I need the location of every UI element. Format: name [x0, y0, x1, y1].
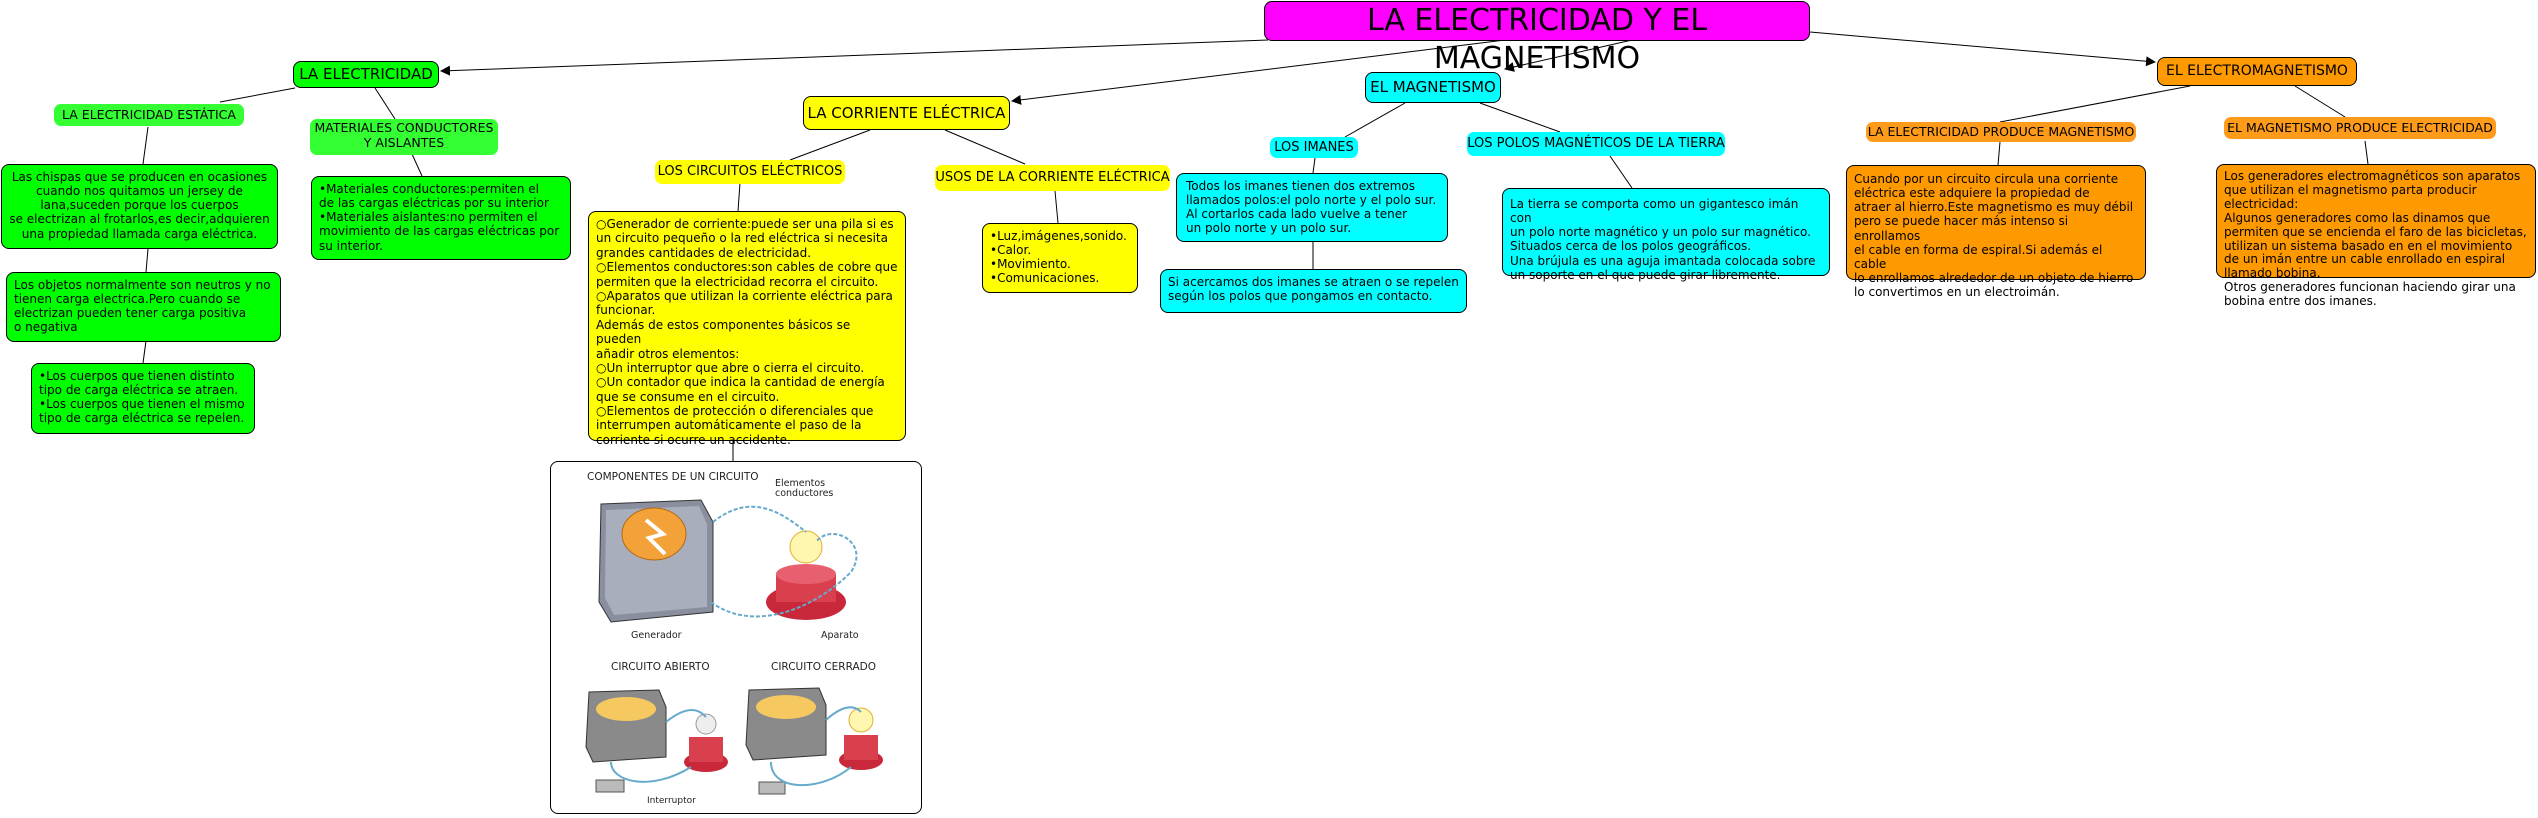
caption-generator: Generador [631, 630, 682, 641]
circuit-illustration: COMPONENTES DE UN CIRCUITO Elementos con… [550, 461, 922, 814]
polos-label: LOS POLOS MAGNÉTICOS DE LA TIERRA [1467, 132, 1725, 156]
corriente-node: LA CORRIENTE ELÉCTRICA [803, 96, 1010, 130]
link-root-electricidad [440, 39, 1269, 76]
estatica-label: LA ELECTRICIDAD ESTÁTICA [54, 104, 244, 126]
imanes-label: LOS IMANES [1270, 137, 1358, 158]
magnetismo-node: EL MAGNETISMO [1365, 72, 1501, 103]
caption-switch: Interruptor [647, 796, 696, 806]
open-circuit-icon [585, 689, 728, 793]
produce-magnetismo-label: LA ELECTRICIDAD PRODUCE MAGNETISMO [1866, 122, 2136, 142]
produce-magnetismo-box: Cuando por un circuito circula una corri… [1846, 165, 2146, 299]
usos-label: USOS DE LA CORRIENTE ELÉCTRICA [935, 165, 1170, 191]
caption-conductors: Elementos conductores [775, 478, 834, 500]
caption-open-circuit: CIRCUITO ABIERTO [611, 661, 710, 673]
circuitos-label: LOS CIRCUITOS ELÉCTRICOS [655, 160, 845, 184]
link-root-magnetismo [1504, 39, 1633, 72]
estatica-box-3: •Los cuerpos que tienen distinto tipo de… [31, 363, 255, 434]
circuitos-box: ○Generador de corriente:puede ser una pi… [588, 211, 906, 447]
estatica-box-1: Las chispas que se producen en ocasiones… [1, 164, 278, 249]
link-root-electromagnetismo [1809, 31, 2156, 67]
electricidad-node: LA ELECTRICIDAD [293, 61, 439, 88]
usos-box: •Luz,imágenes,sonido. •Calor. •Movimient… [982, 223, 1138, 293]
battery-icon [598, 499, 714, 623]
produce-electricidad-label: EL MAGNETISMO PRODUCE ELECTRICIDAD [2224, 117, 2496, 139]
link-root-corriente [1011, 39, 1506, 105]
bulb-icon [766, 530, 846, 620]
polos-box: La tierra se comporta como un gigantesco… [1502, 188, 1830, 282]
caption-closed-circuit: CIRCUITO CERRADO [771, 661, 876, 673]
materiales-label: MATERIALES CONDUCTORES Y AISLANTES [310, 119, 498, 155]
imanes-box-2: Si acercamos dos imanes se atraen o se r… [1160, 269, 1467, 313]
imanes-box-1: Todos los imanes tienen dos extremos lla… [1176, 173, 1448, 242]
produce-electricidad-box: Los generadores electromagnéticos son ap… [2216, 164, 2536, 308]
caption-appliance: Aparato [821, 630, 859, 641]
caption-components: COMPONENTES DE UN CIRCUITO [587, 471, 759, 483]
electromagnetismo-node: EL ELECTROMAGNETISMO [2157, 57, 2357, 86]
circuit-drawing [585, 499, 883, 795]
root-title: LA ELECTRICIDAD Y EL MAGNETISMO [1264, 1, 1810, 76]
estatica-box-2: Los objetos normalmente son neutros y no… [6, 272, 281, 342]
closed-circuit-icon [745, 687, 883, 795]
materiales-box: •Materiales conductores:permiten el de l… [311, 176, 571, 260]
